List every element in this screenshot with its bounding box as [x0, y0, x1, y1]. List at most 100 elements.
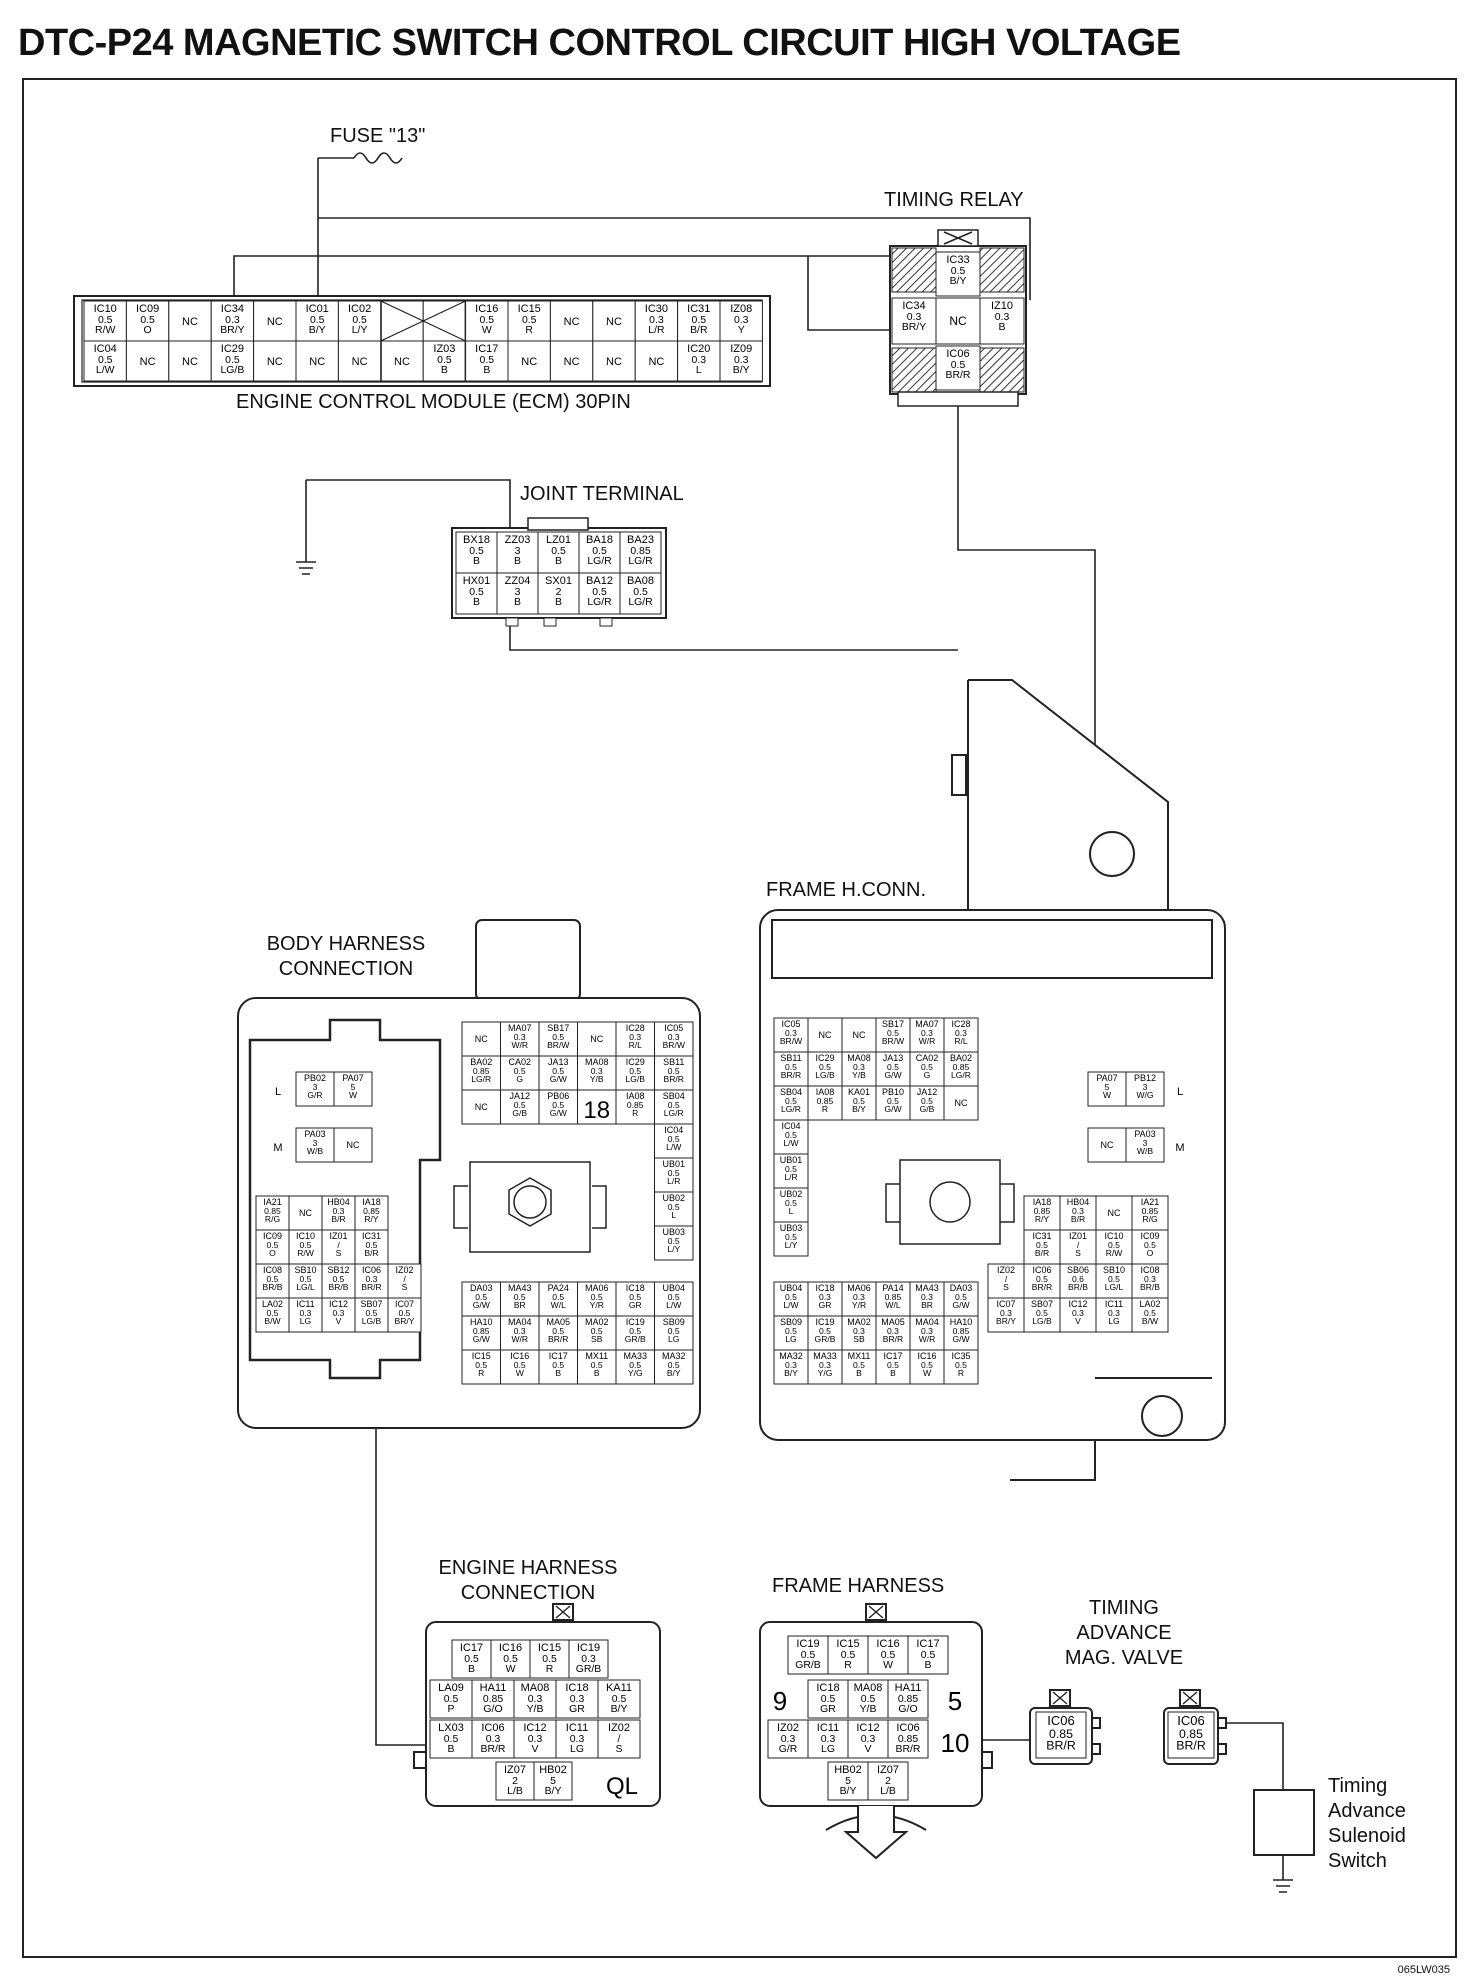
fhc-right-pin: [1131, 1195, 1169, 1231]
pin-wire-size: 0.5: [1036, 1274, 1048, 1284]
pin-label: IC15: [518, 303, 541, 315]
pin-wire-color: W: [923, 1368, 932, 1378]
fhc-pin: [773, 1051, 809, 1087]
pin-wire-color: G/W: [952, 1300, 970, 1310]
pin-wire-size: 0.5: [514, 1292, 526, 1302]
fhc-bottom-pin: [841, 1315, 877, 1351]
pin-wire-color: BR/R: [481, 1744, 506, 1755]
fhc-m-label: M: [1175, 1142, 1184, 1154]
pin-wire-color: O: [269, 1248, 276, 1258]
pin-label: NC: [140, 356, 156, 368]
pin-label: MX11: [848, 1351, 871, 1361]
pin-label: IC17: [460, 1642, 483, 1654]
pin-wire-size: 0.5: [267, 1240, 279, 1250]
bh-pin: [577, 1055, 617, 1091]
ecm-pin-bottom: [677, 340, 721, 382]
pin-wire-color: R/L: [954, 1036, 968, 1046]
bh-left-pin: [288, 1297, 323, 1333]
pin-label: IC31: [1032, 1231, 1051, 1241]
pin-label: MA08: [585, 1057, 609, 1067]
pin-label: SB09: [663, 1317, 685, 1327]
wire-joint-bottom: [509, 620, 958, 651]
pin-wire-size: 0.5: [801, 1650, 816, 1661]
pin-wire-color: LG/B: [626, 1074, 646, 1084]
pin-label: IC06: [362, 1265, 381, 1275]
bh-right-pin: [654, 1123, 694, 1159]
pin-wire-color: B/Y: [667, 1368, 681, 1378]
pin-label: SB04: [663, 1091, 685, 1101]
fhc-left-pin: [773, 1119, 809, 1155]
fh-pin: [847, 1719, 889, 1759]
pin-wire-size: 0.85: [1179, 1727, 1203, 1741]
fhc-right-pin: [1131, 1263, 1169, 1299]
pin-wire-color: LG/B: [362, 1316, 382, 1326]
bh-bottom-pin: [538, 1349, 578, 1385]
pin-label: IC12: [329, 1299, 348, 1309]
pin-wire-size: 0.5: [469, 546, 484, 557]
pin-wire-size: 0.5: [629, 1360, 641, 1370]
pin-wire-size: 0.5: [955, 1360, 967, 1370]
pin-label: IC31: [362, 1231, 381, 1241]
pin-wire-color: LG/R: [628, 597, 653, 608]
pin-label: IC17: [916, 1638, 939, 1650]
pin-wire-color: LG: [785, 1334, 797, 1344]
bh-pin: [577, 1089, 617, 1125]
pin-label: IC04: [94, 343, 117, 355]
timing-relay-label: TIMING RELAY: [884, 189, 1024, 211]
pin-label: IC17: [883, 1351, 902, 1361]
pin-label: IC09: [1140, 1231, 1159, 1241]
pin-wire-color: LG: [821, 1744, 835, 1755]
pin-wire-size: 0.5: [1144, 1240, 1156, 1250]
ecm-pin-bottom: [253, 340, 297, 382]
pin-label: MA08: [847, 1053, 871, 1063]
fhc-right-pin: [1059, 1297, 1097, 1333]
pin-wire-color: W: [482, 325, 492, 336]
pin-wire-color: SB: [853, 1334, 865, 1344]
pin-label: IZ01: [1069, 1231, 1087, 1241]
pin-label: IA08: [626, 1091, 645, 1101]
fhc-right-pin: [1023, 1195, 1061, 1231]
pin-label: IC12: [523, 1722, 546, 1734]
eh-pin: [533, 1761, 573, 1801]
pin-wire-size: 0.5: [333, 1274, 345, 1284]
pin-wire-color: LG/R: [664, 1108, 684, 1118]
pin-wire-color: G/W: [473, 1300, 491, 1310]
pin-label: IC17: [475, 343, 498, 355]
pin-wire-size: 0.5: [469, 587, 484, 598]
bh-bottom-pin: [538, 1281, 578, 1317]
pin-wire-color: S: [1003, 1282, 1009, 1292]
pin-label: IC11: [817, 1722, 839, 1734]
pin-label: PA03: [1134, 1129, 1155, 1139]
bh-bottom-pin: [654, 1349, 694, 1385]
pin-wire-size: 5: [550, 1776, 556, 1787]
pin-wire-size: 0.5: [592, 587, 607, 598]
pin-wire-size: 0.85: [264, 1206, 281, 1216]
pin-label: HA10: [470, 1317, 493, 1327]
pin-wire-size: 0.3: [649, 315, 664, 326]
pin-wire-size: 0.3: [570, 1734, 585, 1745]
pin-wire-size: 0.5: [633, 587, 648, 598]
pin-wire-color: BR/R: [883, 1334, 903, 1344]
pin-wire-color: W/R: [511, 1040, 528, 1050]
pin-label: IC34: [902, 300, 925, 312]
pin-wire-size: 0.5: [552, 1100, 564, 1110]
pin-wire-color: B/Y: [784, 1368, 798, 1378]
fuse-symbol: [353, 152, 403, 164]
pin-wire-size: 0.5: [955, 1292, 967, 1302]
engine-harness-label-line1: ENGINE HARNESS: [438, 1557, 618, 1579]
pin-wire-color: V: [532, 1744, 539, 1755]
pin-wire-color: B/Y: [733, 365, 750, 376]
pin-label: MA32: [779, 1351, 803, 1361]
pin-wire-color: L/W: [666, 1142, 682, 1152]
pin-wire-color: L/W: [96, 365, 115, 376]
pin-wire-size: 0.5: [1144, 1308, 1156, 1318]
pin-wire-size: 0.3: [486, 1734, 501, 1745]
pin-wire-color: R/W: [95, 325, 115, 336]
pin-label: IZ08: [730, 303, 752, 315]
pin-wire-size: 0.5: [881, 1650, 896, 1661]
pin-label: SB07: [1031, 1299, 1053, 1309]
pin-wire-color: W: [506, 1664, 516, 1675]
pin-wire-color: B/W: [264, 1316, 281, 1326]
pin-label: IC18: [626, 1283, 645, 1293]
pin-label: IC11: [1105, 1299, 1123, 1309]
